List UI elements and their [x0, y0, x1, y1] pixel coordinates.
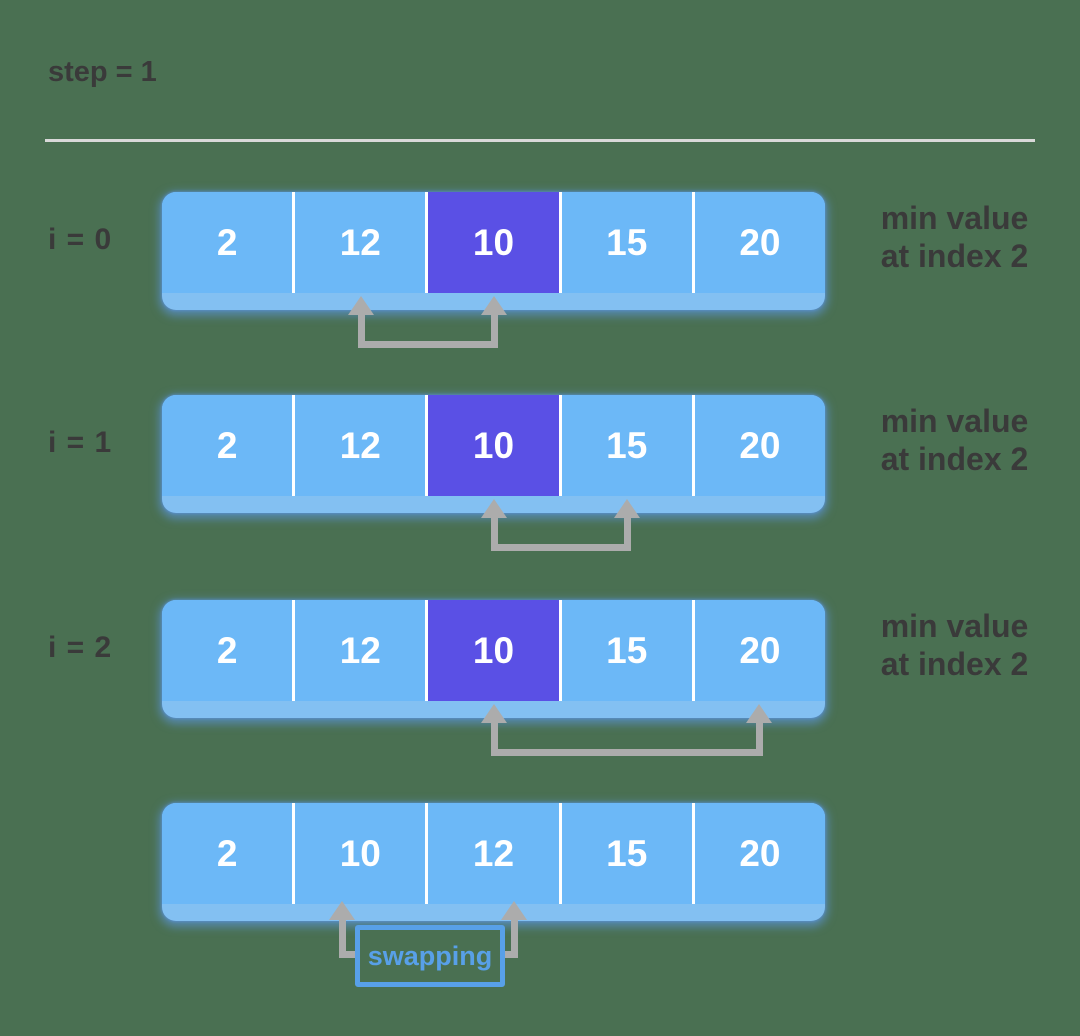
note-line: min value	[880, 608, 1029, 644]
cell-value: 10	[472, 221, 515, 263]
array-cell: 20	[691, 600, 825, 701]
bracket-bar	[491, 544, 631, 551]
bracket-shaft	[358, 312, 365, 348]
cell-value: 15	[606, 832, 648, 874]
array-cell: 12	[425, 803, 559, 904]
cell-value: 15	[606, 424, 648, 466]
array-cell: 20	[691, 803, 825, 904]
cell-value: 2	[216, 629, 238, 671]
array-cell: 10	[292, 803, 426, 904]
cell-value: 2	[216, 221, 238, 263]
cell-value: 10	[472, 424, 515, 466]
cell-value: 15	[606, 221, 648, 263]
array: 2 12 10 15 20	[162, 192, 825, 310]
bracket-bar	[491, 749, 763, 756]
cell-value: 12	[339, 424, 381, 466]
bracket-shaft	[511, 917, 518, 958]
note-line: min value	[880, 403, 1029, 439]
array-cell-min: 10	[425, 192, 559, 293]
note-line: at index 2	[880, 237, 1029, 274]
swapping-box: swapping	[355, 925, 505, 987]
array-cell: 15	[558, 395, 692, 496]
cell-value: 20	[739, 221, 781, 263]
cell-value: 12	[339, 221, 381, 263]
bracket-bar	[358, 341, 498, 348]
iteration-row-2: i = 2 2 12 10 15 20 min value at index 2	[0, 600, 1080, 800]
cell-value: 20	[739, 424, 781, 466]
array-cell: 2	[162, 395, 293, 496]
iteration-label: i = 2	[48, 631, 113, 664]
cell-value: 2	[216, 424, 238, 466]
array-cell: 20	[691, 395, 825, 496]
min-value-note: min value at index 2	[862, 403, 1047, 479]
bracket-shaft	[491, 312, 498, 348]
iteration-row-1: i = 1 2 12 10 15 20 min value at index 2	[0, 395, 1080, 595]
array-cell: 12	[292, 395, 426, 496]
note-line: min value	[880, 200, 1029, 236]
array: 2 12 10 15 20	[162, 395, 825, 513]
bracket-shaft	[756, 720, 763, 756]
array-cells: 2 10 12 15 20	[162, 803, 825, 904]
array-cell: 12	[292, 600, 426, 701]
iteration-label: i = 0	[48, 223, 113, 256]
array-cells: 2 12 10 15 20	[162, 395, 825, 496]
array-cell: 2	[162, 600, 293, 701]
swapping-label: swapping	[367, 940, 493, 971]
iteration-row-0: i = 0 2 12 10 15 20 min value at index 2	[0, 192, 1080, 392]
bracket-shaft	[491, 515, 498, 551]
array-cells: 2 12 10 15 20	[162, 600, 825, 701]
result-row: 2 10 12 15 20 swapping	[0, 803, 1080, 1003]
array: 2 12 10 15 20	[162, 600, 825, 718]
note-line: at index 2	[880, 645, 1029, 682]
cell-value: 10	[339, 832, 381, 874]
cell-value: 12	[472, 832, 515, 874]
array-cell: 20	[691, 192, 825, 293]
array: 2 10 12 15 20	[162, 803, 825, 921]
array-cell: 2	[162, 803, 293, 904]
bracket-shaft	[491, 720, 498, 756]
iteration-label: i = 1	[48, 426, 113, 459]
cell-value: 10	[472, 629, 515, 671]
cell-value: 20	[739, 629, 781, 671]
min-value-note: min value at index 2	[862, 200, 1047, 276]
step-title: step = 1	[48, 56, 157, 88]
array-cell: 2	[162, 192, 293, 293]
divider-line	[45, 139, 1035, 142]
bracket-shaft	[339, 917, 346, 958]
array-cell-min: 10	[425, 600, 559, 701]
array-cell: 15	[558, 600, 692, 701]
min-value-note: min value at index 2	[862, 608, 1047, 684]
array-cell: 12	[292, 192, 426, 293]
cell-value: 15	[606, 629, 648, 671]
array-cell-min: 10	[425, 395, 559, 496]
cell-value: 20	[739, 832, 781, 874]
array-cell: 15	[558, 803, 692, 904]
array-cell: 15	[558, 192, 692, 293]
bracket-shaft	[624, 515, 631, 551]
cell-value: 12	[339, 629, 381, 671]
note-line: at index 2	[880, 440, 1029, 477]
array-cells: 2 12 10 15 20	[162, 192, 825, 293]
cell-value: 2	[216, 832, 238, 874]
